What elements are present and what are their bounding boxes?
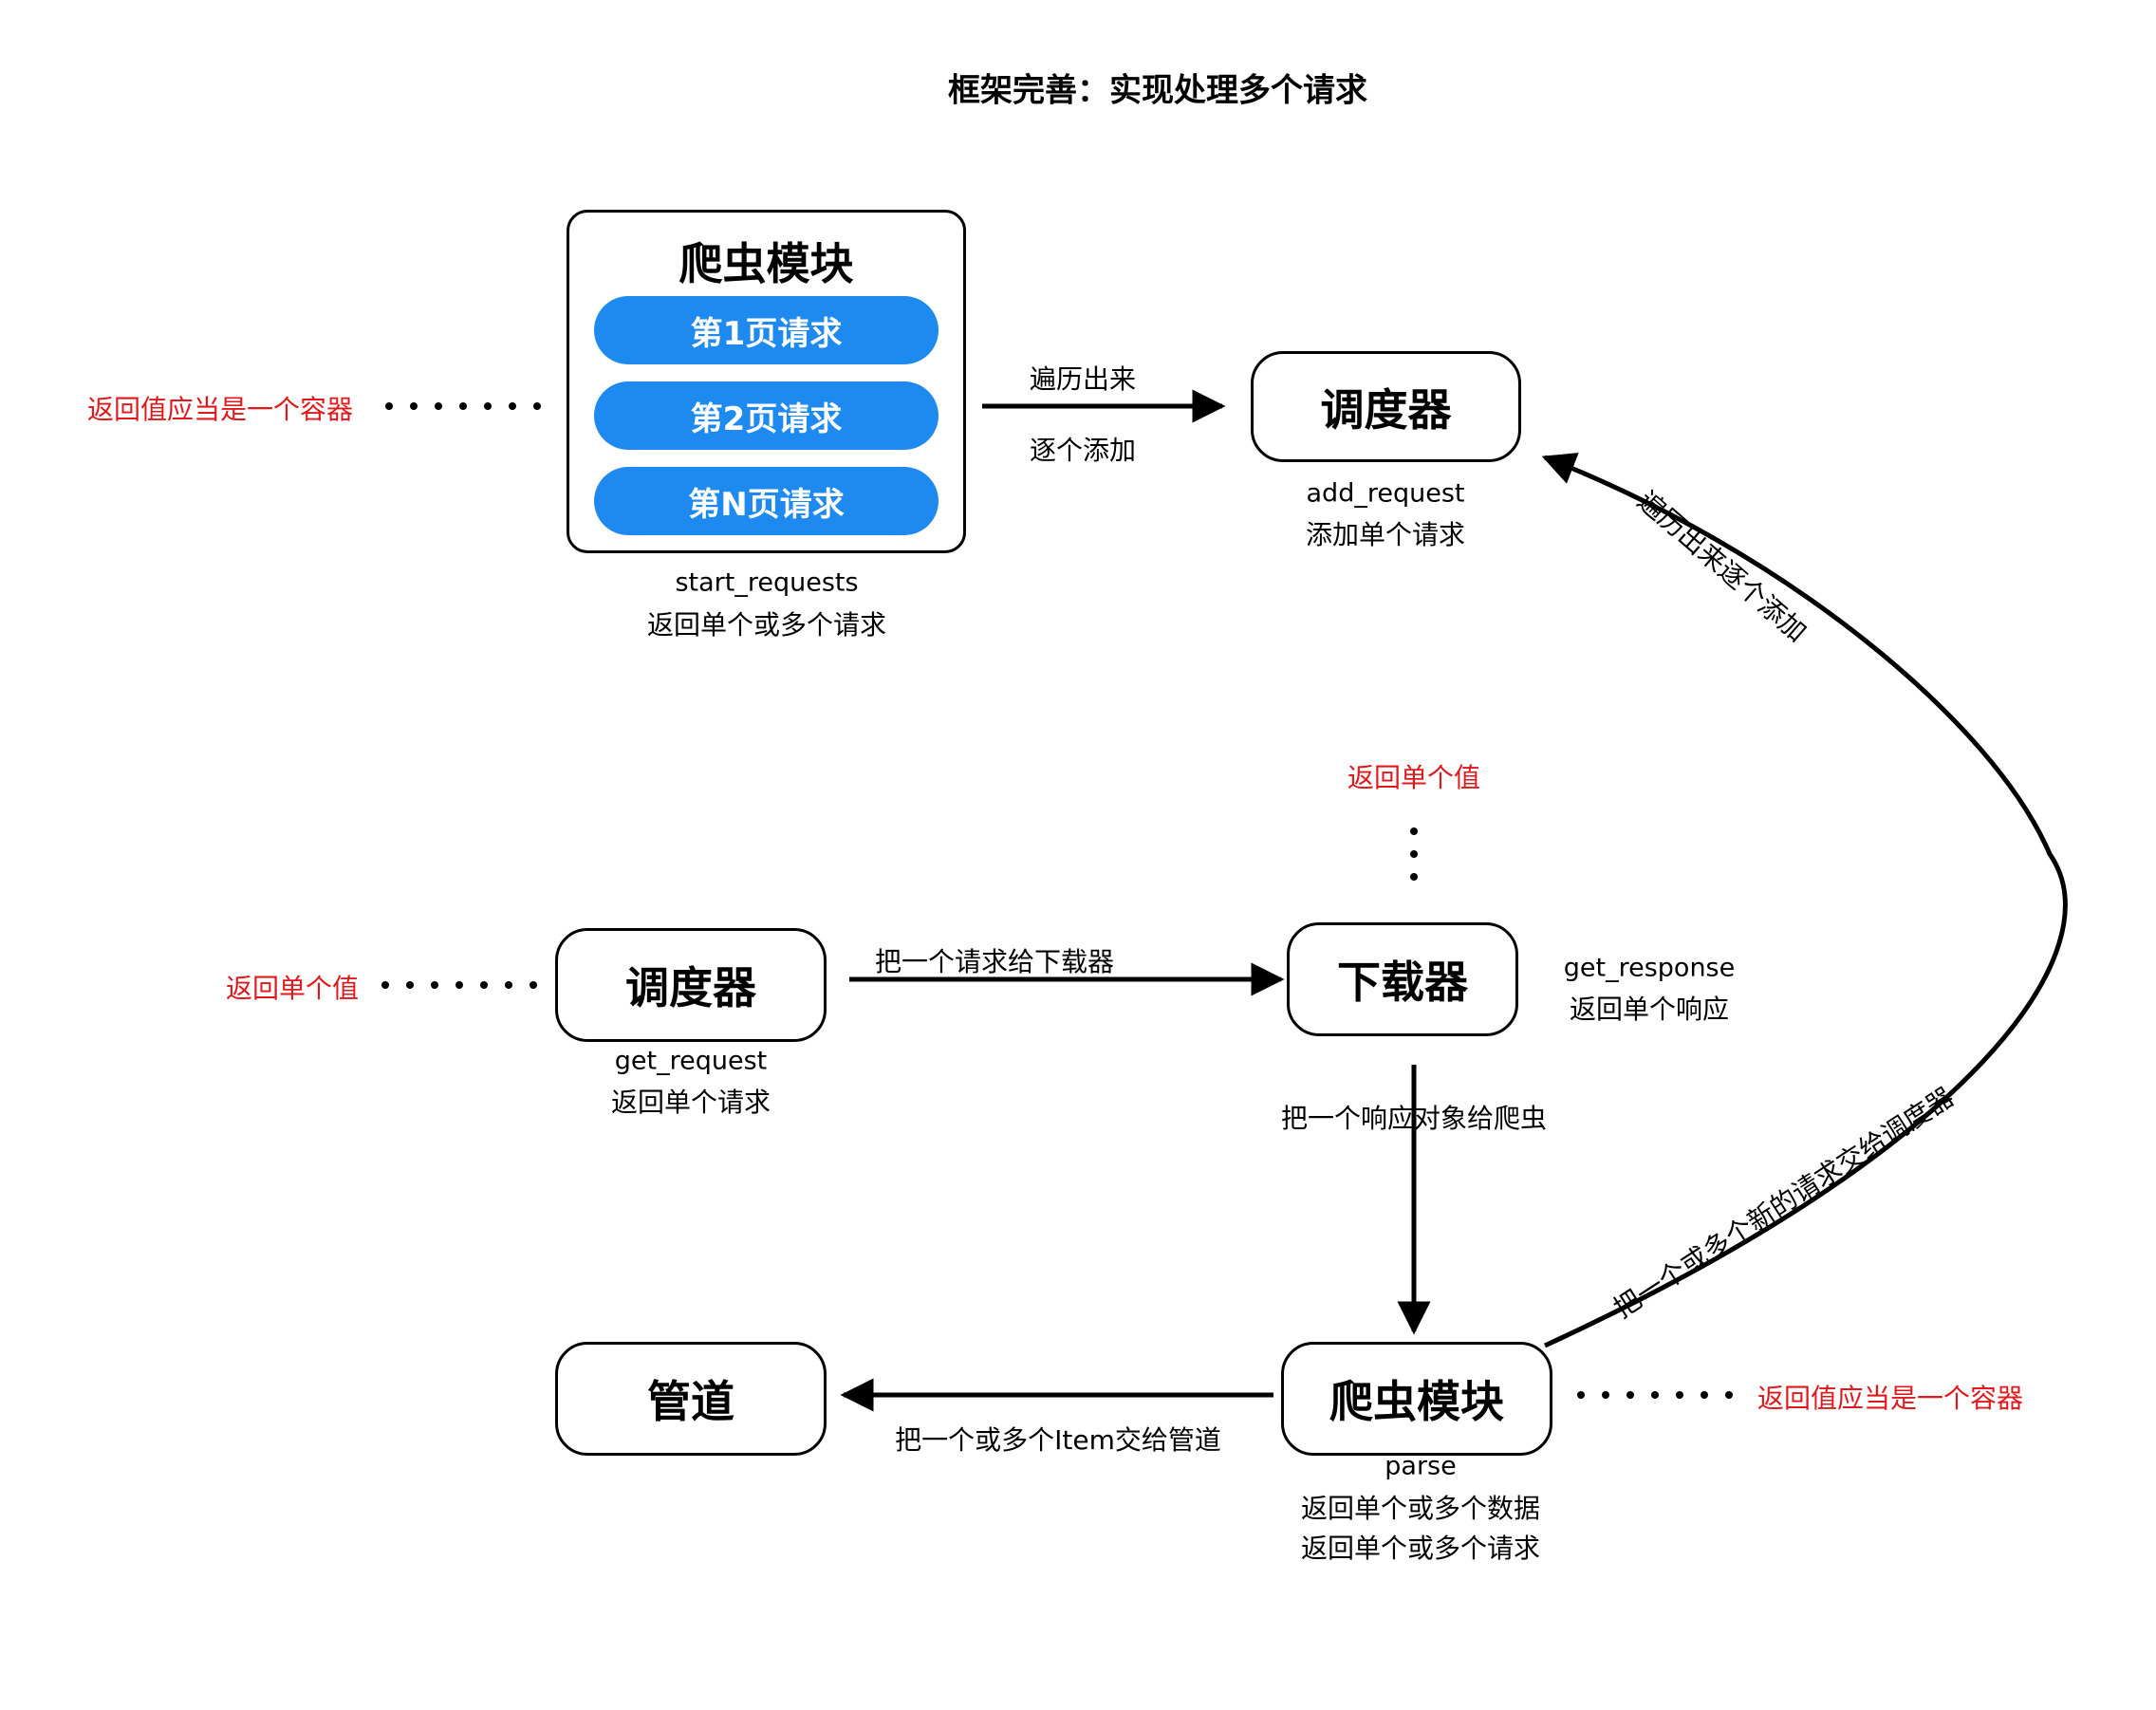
page-title: 框架完善：实现处理多个请求 — [948, 71, 1367, 110]
scheduler-top: 调度器 — [1251, 351, 1521, 462]
spider-module-top-title: 爬虫模块 — [678, 238, 854, 289]
request-pill-n: 第N页请求 — [594, 467, 939, 535]
spider-bottom-method: parse — [1385, 1451, 1457, 1481]
scheduler-mid-method: get_request — [614, 1046, 768, 1076]
spider-bottom-desc2: 返回单个或多个请求 — [1300, 1533, 1541, 1564]
spider-top-method: start_requests — [675, 567, 859, 598]
scheduler-mid-desc: 返回单个请求 — [610, 1087, 771, 1118]
downloader-method: get_response — [1563, 953, 1736, 983]
downloader-note: 返回单个值 — [1347, 762, 1481, 793]
scheduler-mid: 调度器 — [555, 928, 827, 1042]
downloader: 下载器 — [1287, 922, 1518, 1036]
downloader-desc: 返回单个响应 — [1569, 994, 1730, 1025]
arrow-top-label-below: 逐个添加 — [1029, 435, 1137, 466]
arrow-pipe-label: 把一个或多个Item交给管道 — [895, 1424, 1221, 1456]
arrow-spider-back-to-scheduler — [1541, 453, 2068, 1348]
spider-bottom-note-dots — [1577, 1391, 1733, 1399]
scheduler-top-method: add_request — [1306, 478, 1465, 509]
arrow-down-label: 把一个响应对象给爬虫 — [1280, 1103, 1548, 1134]
spider-bottom-note: 返回值应当是一个容器 — [1756, 1383, 2024, 1414]
spider-module-bottom: 爬虫模块 — [1281, 1342, 1552, 1456]
scheduler-mid-note-dots — [381, 981, 537, 989]
request-pill-2: 第2页请求 — [594, 381, 939, 450]
request-pill-1: 第1页请求 — [594, 296, 939, 364]
arrow-mid-label: 把一个请求给下载器 — [874, 946, 1115, 977]
spider-top-desc: 返回单个或多个请求 — [646, 609, 887, 641]
spider-top-note-dots — [385, 402, 541, 410]
spider-module-top: 爬虫模块 第1页请求 第2页请求 第N页请求 — [567, 210, 966, 553]
spider-top-note: 返回值应当是一个容器 — [86, 394, 354, 425]
spider-bottom-desc1: 返回单个或多个数据 — [1300, 1493, 1541, 1524]
arrow-top-label-above: 遍历出来 — [1029, 363, 1137, 395]
scheduler-top-desc: 添加单个请求 — [1305, 519, 1466, 550]
pipeline: 管道 — [555, 1342, 827, 1456]
scheduler-mid-note: 返回单个值 — [225, 973, 360, 1004]
downloader-note-dots — [1410, 827, 1418, 881]
